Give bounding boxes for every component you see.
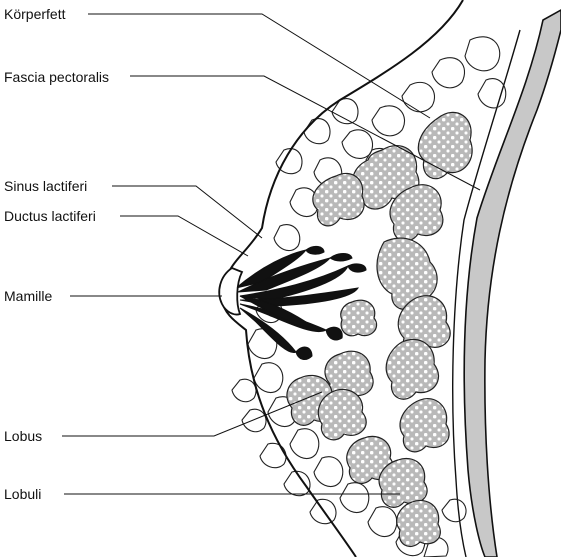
label-ductus-lactiferi: Ductus lactiferi	[4, 208, 96, 224]
label-fascia-pectoralis: Fascia pectoralis	[4, 69, 109, 85]
label-mamille: Mamille	[4, 288, 52, 304]
label-sinus-lactiferi: Sinus lactiferi	[4, 178, 87, 194]
label-lobuli: Lobuli	[4, 486, 41, 502]
leader-ductus-lactiferi	[120, 216, 248, 256]
label-koerperfett: Körperfett	[4, 6, 65, 22]
leader-sinus-lactiferi	[112, 186, 262, 238]
label-lobus: Lobus	[4, 428, 42, 444]
lactiferous-ducts	[236, 246, 366, 359]
leader-lobus	[62, 392, 322, 436]
leader-koerperfett	[88, 14, 430, 118]
